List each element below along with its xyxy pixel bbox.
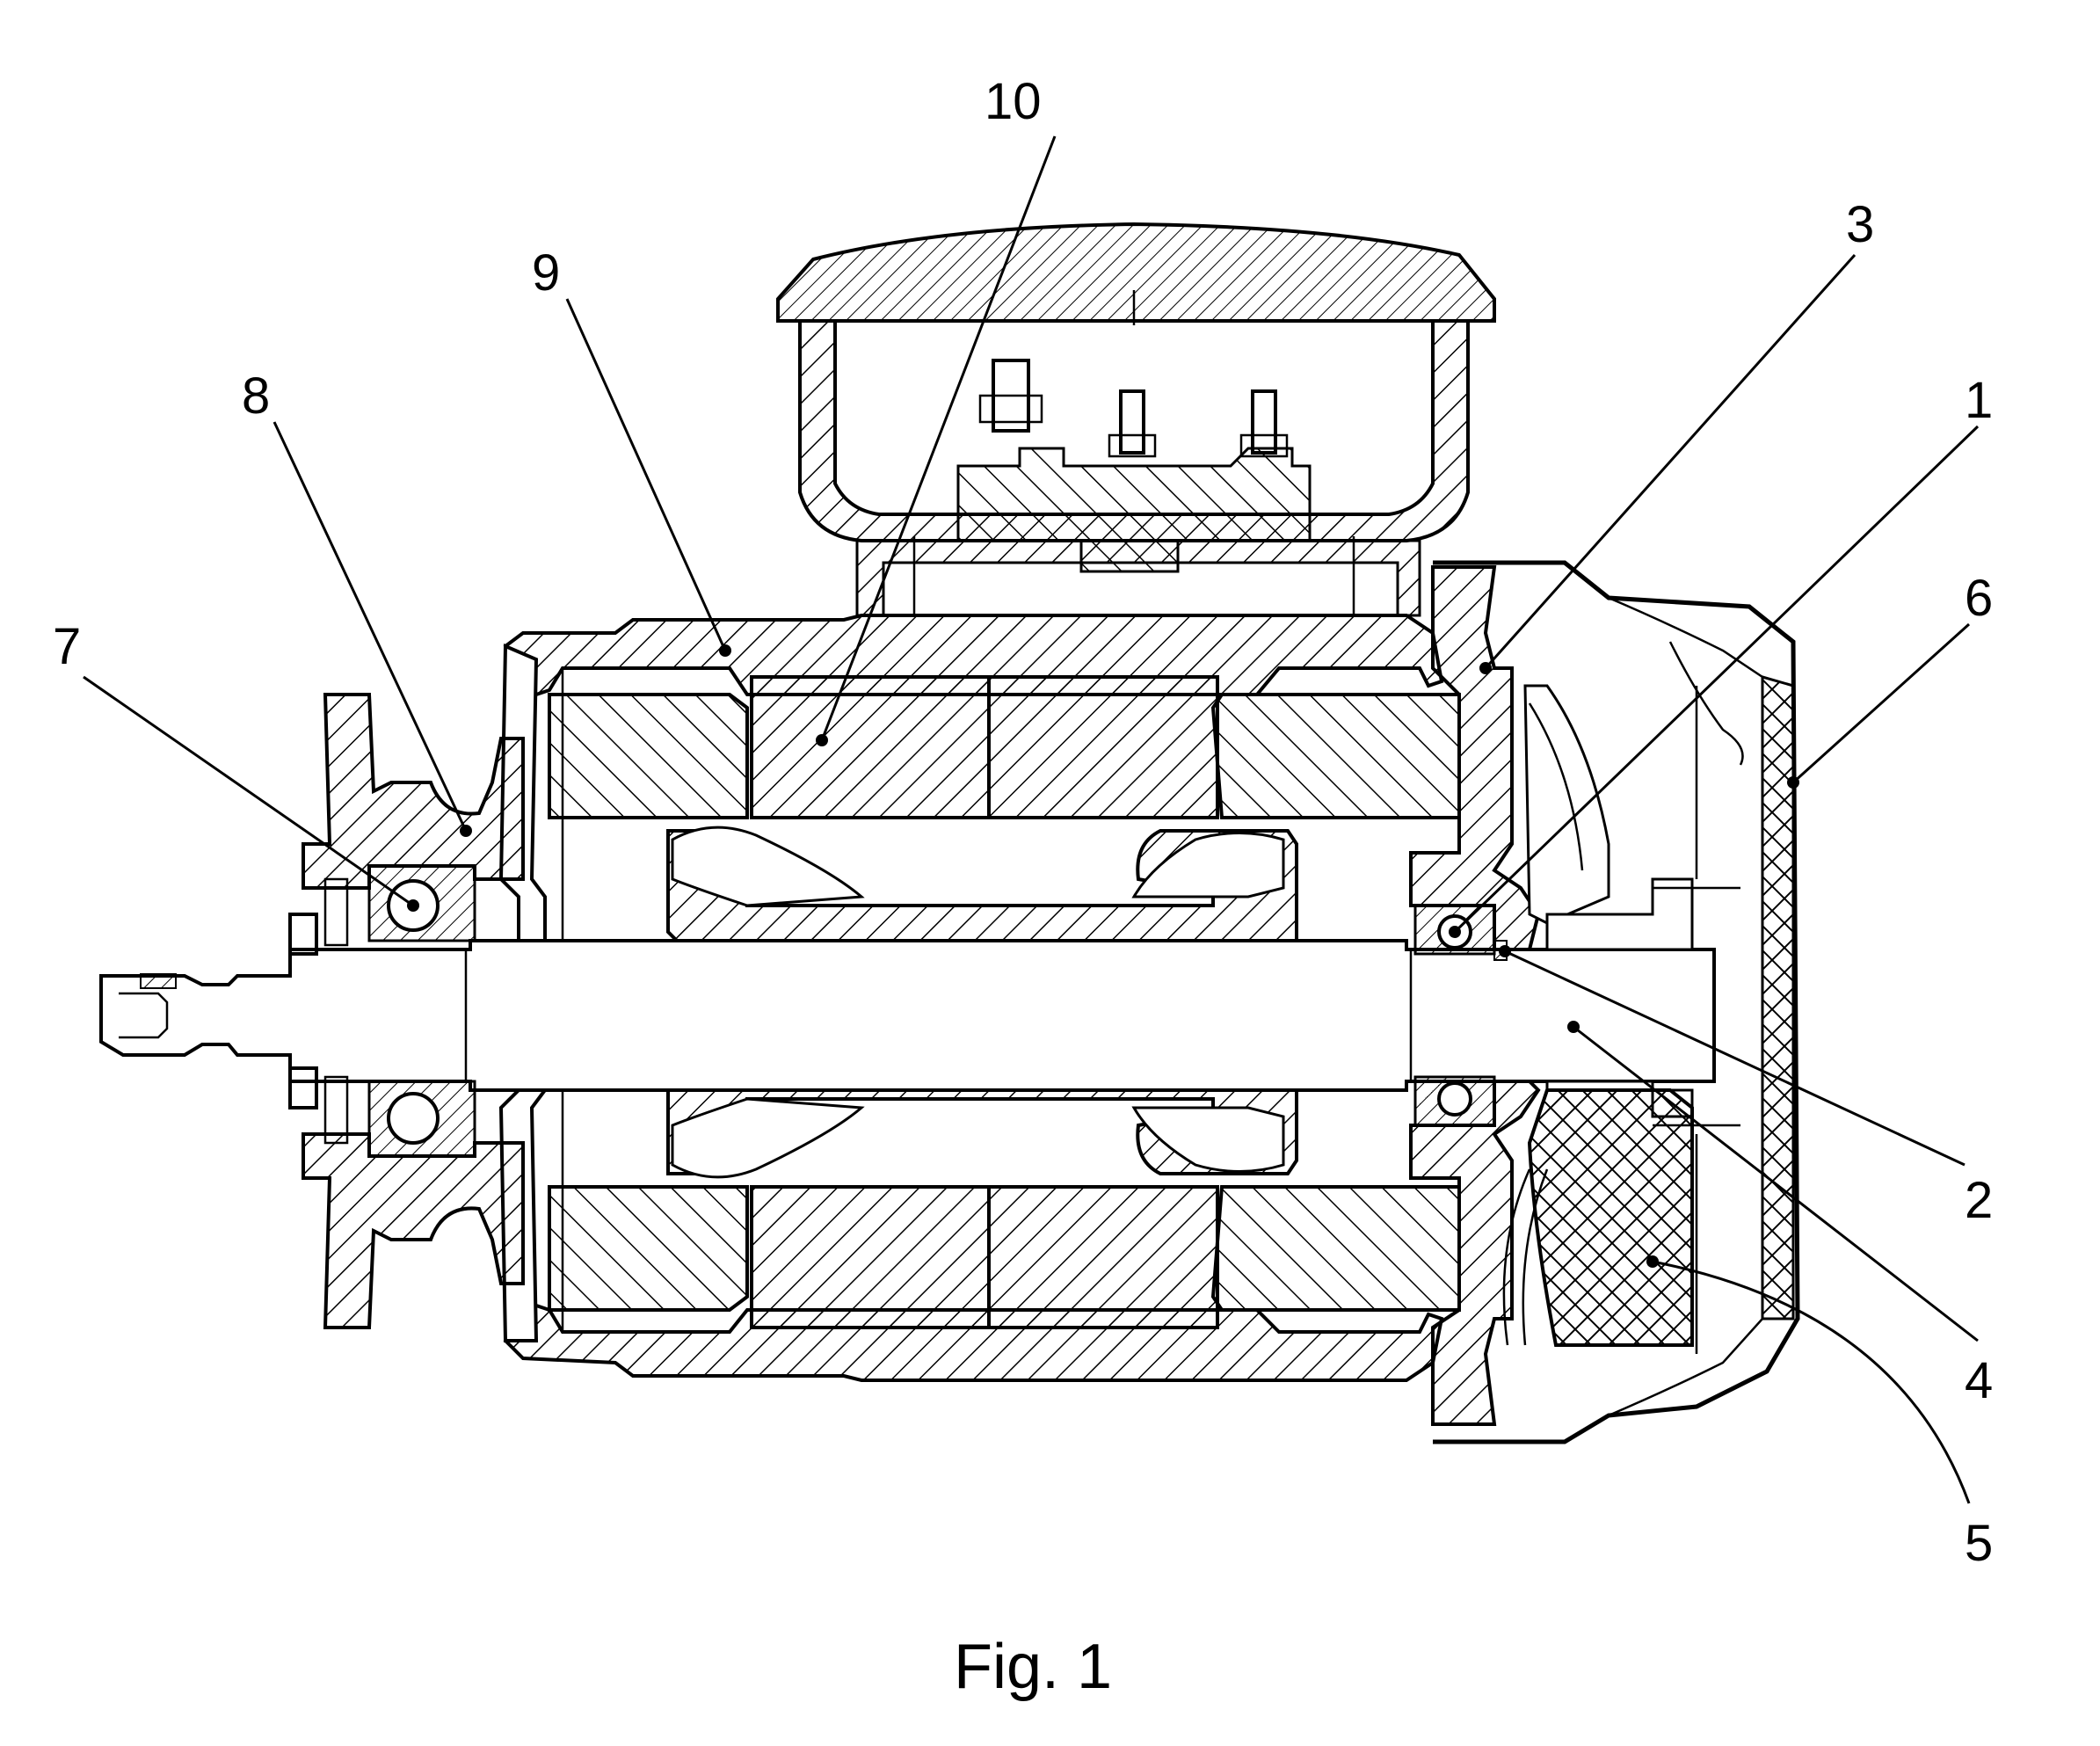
fan-cover [1433,560,1800,1444]
fan-cover-wall [1761,675,1795,1320]
rotor-upper-fin-left [671,826,865,907]
fan-lower-blade [1527,1088,1694,1347]
fan-cover-outer [1433,560,1800,1444]
leader-10 [820,135,1057,741]
leader-9 [565,298,727,651]
callout-5: 5 [1965,1515,1993,1572]
callout-9: 9 [532,244,560,302]
rotor-upper-fin-right [1131,832,1285,898]
leader-2 [1504,949,1966,1167]
stator-core-top [750,675,1219,819]
callout-3: 3 [1846,196,1874,253]
leader-1 [1453,425,1980,934]
shaft-body [99,939,1716,1092]
callout-1: 1 [1965,372,1993,429]
rotor-lower-fin-right [1131,1106,1285,1173]
terminal-stud-2-nut [1108,433,1157,458]
stator-core [750,675,1219,1329]
stator-housing-top [503,614,1444,696]
leader-4 [1573,1025,1979,1342]
terminal-stud-3-nut [1239,433,1289,458]
terminal-block [956,447,1312,573]
rear-end-shield [1409,565,1541,1426]
terminal-stud-1-nut [978,394,1043,424]
terminal-stud-3 [1251,389,1277,455]
leader-lines [83,135,1980,1504]
callout-4: 4 [1965,1352,1993,1409]
fan-hub-upper [1545,877,1694,951]
figure-caption: Fig. 1 [954,1632,1112,1702]
terminal-box-lid [776,222,1496,323]
stator-winding-top [548,693,1461,819]
rear-shield-upper [1409,565,1541,951]
callout-labels: 10 9 8 7 3 1 6 2 4 5 [53,73,1993,1572]
shaft [99,939,1716,1092]
terminal-box-housing [798,319,1470,542]
fan [1502,684,1694,1347]
fan-upper-blade [1523,684,1610,925]
rear-shield-lower [1409,1080,1541,1426]
leader-8 [272,421,468,832]
leader-7 [83,675,414,907]
leader-3 [1484,254,1857,669]
stator-winding-bottom [548,1185,1461,1312]
front-bearing-lower-ball [387,1092,440,1145]
leader-6 [1791,622,1971,784]
rear-bearing-lower-ball [1437,1081,1472,1117]
callout-6: 6 [1965,570,1993,627]
terminal-box [776,222,1496,617]
callout-7: 7 [53,618,81,675]
callout-2: 2 [1965,1172,1993,1229]
leader-5 [1652,1260,1971,1504]
stator-core-bottom [750,1185,1219,1329]
front-flange-bottom [302,1132,525,1329]
shaft-key [140,973,177,989]
terminal-stud-2 [1119,389,1145,455]
callout-10: 10 [985,73,1042,130]
rotor-lower-fin-left [671,1097,865,1179]
front-flange-top [302,693,525,890]
callout-8: 8 [242,367,270,425]
